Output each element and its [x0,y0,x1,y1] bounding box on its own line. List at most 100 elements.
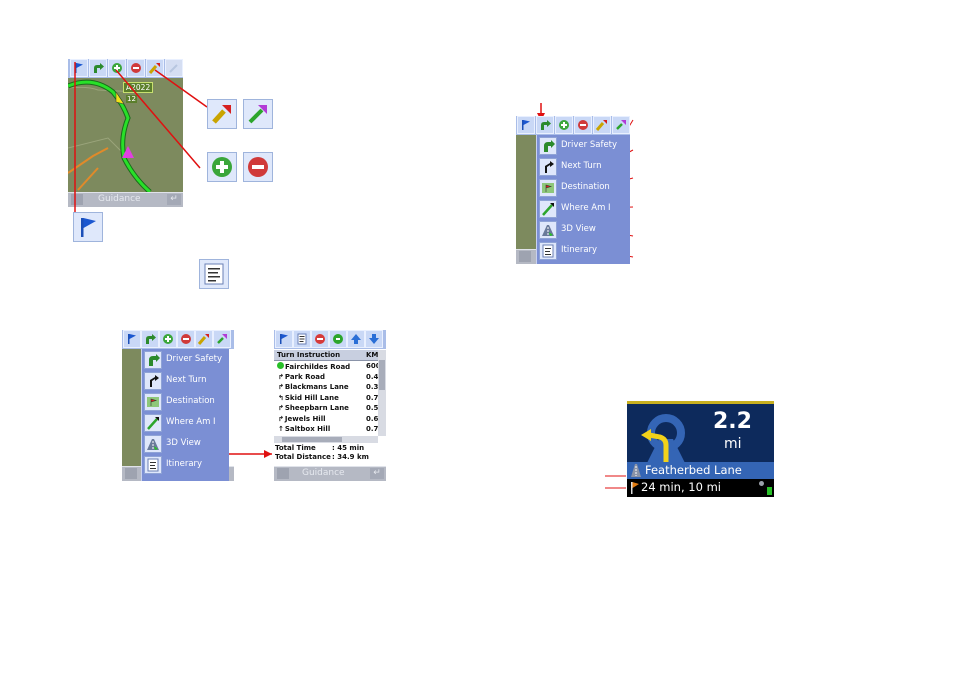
top-strip [627,401,774,404]
eta-bar: 24 min, 10 mi [627,479,774,497]
status-bar: Guidance ↵ [68,192,183,207]
pan-button[interactable] [213,330,231,348]
zoom-out-button[interactable] [177,330,195,348]
straight-icon: ↑ [278,425,284,433]
pan-button[interactable] [612,116,630,134]
flag-button[interactable] [275,330,293,348]
toolbar [68,59,183,78]
flag-icon [522,120,530,130]
itinerary-icon [539,242,557,260]
zoom-in-button[interactable] [108,59,126,77]
scroll-thumb[interactable] [379,360,385,390]
menu-item-where-am-i[interactable]: Where Am I [537,199,630,219]
arrow-icon [248,105,267,124]
menu-button[interactable] [71,194,83,205]
plus-icon [163,334,173,344]
list-button[interactable] [293,330,311,348]
arrow-icon [169,64,178,73]
menu-button[interactable] [519,251,531,262]
status-bar: Guidance ↵ [274,466,386,481]
menu-item-driver-safety[interactable]: Driver Safety [537,136,630,156]
turn-button[interactable] [89,59,107,77]
scroll-thumb[interactable] [282,437,342,442]
destination-icon [539,179,557,197]
3d-view-icon [144,435,162,453]
route-tool-button[interactable] [593,116,611,134]
where-am-i-icon [539,200,557,218]
menu-item-where-am-i[interactable]: Where Am I [142,413,229,433]
route-tool-button[interactable] [146,59,164,77]
dropdown-menu: Driver Safety Next Turn Destination Wher… [536,135,630,264]
menu-item-destination[interactable]: Destination [537,178,630,198]
menu-item-3d-view[interactable]: 3D View [142,434,229,454]
wand-icon [212,105,231,124]
flag-button[interactable] [517,116,535,134]
menu-item-destination[interactable]: Destination [142,392,229,412]
zoom-out-large [243,152,273,182]
nav-display: 2.2 mi Featherbed Lane 24 min, 10 mi [627,401,774,497]
back-button[interactable]: ↵ [167,194,181,205]
map-view[interactable]: A2022 12 [68,78,183,192]
map-view[interactable] [122,349,141,466]
menu-button[interactable] [125,468,137,479]
menu-item-3d-view[interactable]: 3D View [537,220,630,240]
flag-button[interactable] [123,330,141,348]
road-icon [631,464,641,477]
list-item[interactable]: Fairchildes Road600 [274,362,378,373]
col-instruction[interactable]: Turn Instruction [277,351,341,359]
flag-large [73,212,103,242]
turn-right-icon: ↱ [278,372,284,381]
plus-icon [559,120,569,130]
toolbar [122,330,234,349]
map-view[interactable] [516,135,536,250]
distance-unit: mi [724,436,742,452]
next-turn-icon [539,158,557,176]
scroll-up-button[interactable] [347,330,365,348]
vertical-scrollbar[interactable] [378,350,386,436]
menu-item-driver-safety[interactable]: Driver Safety [142,350,229,370]
pan-button[interactable] [165,59,183,77]
menu-item-itinerary[interactable]: Itinerary [537,241,630,261]
turn-button[interactable] [536,116,554,134]
menu-item-next-turn[interactable]: Next Turn [142,371,229,391]
menu-item-itinerary[interactable]: Itinerary [142,455,229,475]
status-bar [516,249,536,264]
horizontal-scrollbar[interactable] [274,436,378,443]
avoid-icon [315,334,325,344]
guidance-label[interactable]: Guidance [302,468,345,478]
col-km[interactable]: KM [366,351,379,359]
flag-icon [81,218,96,237]
zoom-in-button[interactable] [159,330,177,348]
street-name: Featherbed Lane [645,463,742,477]
turn-arrow-icon [539,137,557,155]
recalc-button[interactable] [329,330,347,348]
road-label-2: 12 [126,95,137,103]
menu-screen-1: Driver Safety Next Turn Destination Wher… [516,116,630,264]
route-tool-button[interactable] [195,330,213,348]
total-time-value: : 45 min [332,444,365,452]
scroll-down-button[interactable] [365,330,383,348]
signal-icon [767,487,772,495]
arrow-down-icon [369,334,379,344]
menu-button[interactable] [277,468,289,479]
zoom-out-button[interactable] [127,59,145,77]
pan-large [243,99,273,129]
avoid-button[interactable] [311,330,329,348]
zoom-out-button[interactable] [574,116,592,134]
turn-button[interactable] [141,330,159,348]
map-roads [68,79,152,192]
total-distance-label: Total Distance [275,453,331,461]
arrow-icon [616,120,626,130]
zoom-in-button[interactable] [555,116,573,134]
itinerary-screen: Turn Instruction KM Fairchildes Road600 … [274,330,386,481]
zoom-in-large [207,152,237,182]
guidance-label[interactable]: Guidance [98,194,141,204]
back-button[interactable]: ↵ [370,468,384,479]
menu-item-next-turn[interactable]: Next Turn [537,157,630,177]
